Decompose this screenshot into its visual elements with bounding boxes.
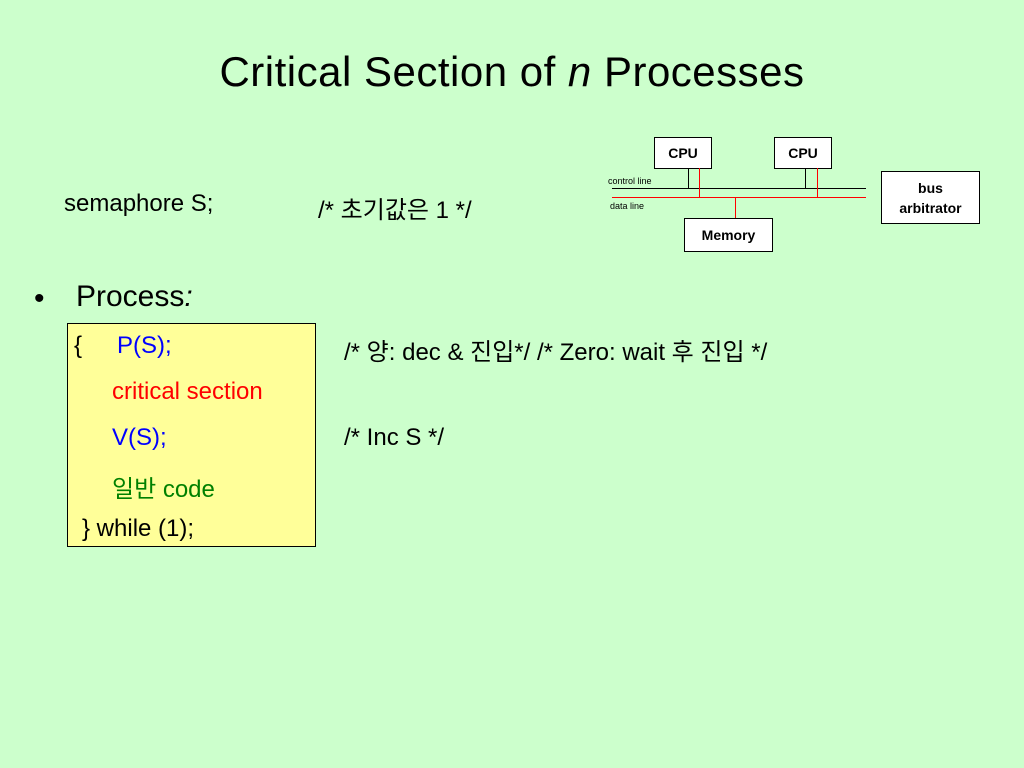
cpu-box-2: CPU (774, 137, 832, 169)
title-italic-n: n (567, 48, 592, 95)
code-p-call: P(S); (117, 332, 172, 359)
semaphore-declaration: semaphore S; (64, 190, 214, 217)
control-line-label: control line (608, 176, 652, 186)
bullet-icon: • (34, 282, 45, 315)
process-colon: : (184, 280, 193, 313)
data-line-label: data line (610, 201, 645, 211)
cpu2-control-link (805, 168, 806, 188)
bullet-process-label: Process: (76, 280, 193, 314)
cpu1-data-link (699, 168, 700, 197)
code-critical-section: critical section (112, 378, 263, 405)
process-text: Process (76, 280, 185, 313)
comment-p: /* 양: dec & 진입*/ /* Zero: wait 후 진입 */ (344, 339, 768, 366)
code-general: 일반 code (112, 476, 215, 503)
cpu1-control-link (688, 168, 689, 188)
code-v-call: V(S); (112, 424, 167, 451)
code-while-loop: } while (1); (82, 515, 195, 542)
cpu-box-1: CPU (654, 137, 712, 169)
cpu2-data-link (817, 168, 818, 197)
title-part-2: Processes (591, 48, 805, 95)
data-line (612, 197, 866, 198)
bus-arbitrator-label: bus arbitrator (899, 179, 962, 216)
title-part-1: Critical Section of (219, 48, 568, 95)
code-box: { P(S); critical section V(S); 일반 code }… (67, 323, 316, 547)
memory-data-link (735, 197, 736, 218)
code-open-brace: { (74, 332, 83, 359)
bus-arbitrator-box: bus arbitrator (881, 171, 980, 224)
slide-title: Critical Section of n Processes (0, 48, 1024, 96)
comment-v: /* Inc S */ (344, 424, 445, 451)
control-line (612, 188, 866, 189)
memory-box: Memory (684, 218, 773, 252)
semaphore-comment: /* 초기값은 1 */ (318, 197, 472, 224)
